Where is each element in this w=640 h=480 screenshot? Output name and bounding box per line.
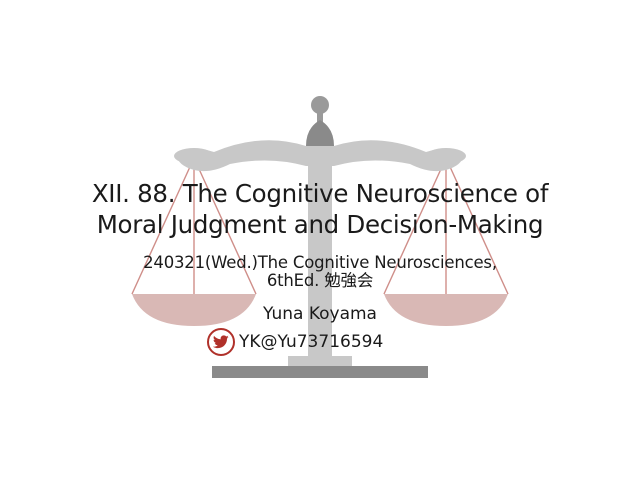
twitter-handle[interactable]: YK@Yu73716594 [239,332,384,352]
twitter-bird-icon[interactable] [207,328,235,356]
subtitle-line: 240321(Wed.)The Cognitive Neurosciences, [143,253,497,272]
twitter-handle-row[interactable]: YK@Yu73716594 [207,327,383,357]
subtitle-line: 6thEd. 勉強会 [266,271,374,290]
author-name: Yuna Koyama [263,304,377,324]
title-line: Moral Judgment and Decision-Making [96,210,544,239]
title-line: XII. 88. The Cognitive Neuroscience of [91,179,549,208]
slide-subtitle: 240321(Wed.)The Cognitive Neurosciences,… [0,254,640,290]
slide-title: XII. 88. The Cognitive Neuroscience of M… [0,178,640,240]
